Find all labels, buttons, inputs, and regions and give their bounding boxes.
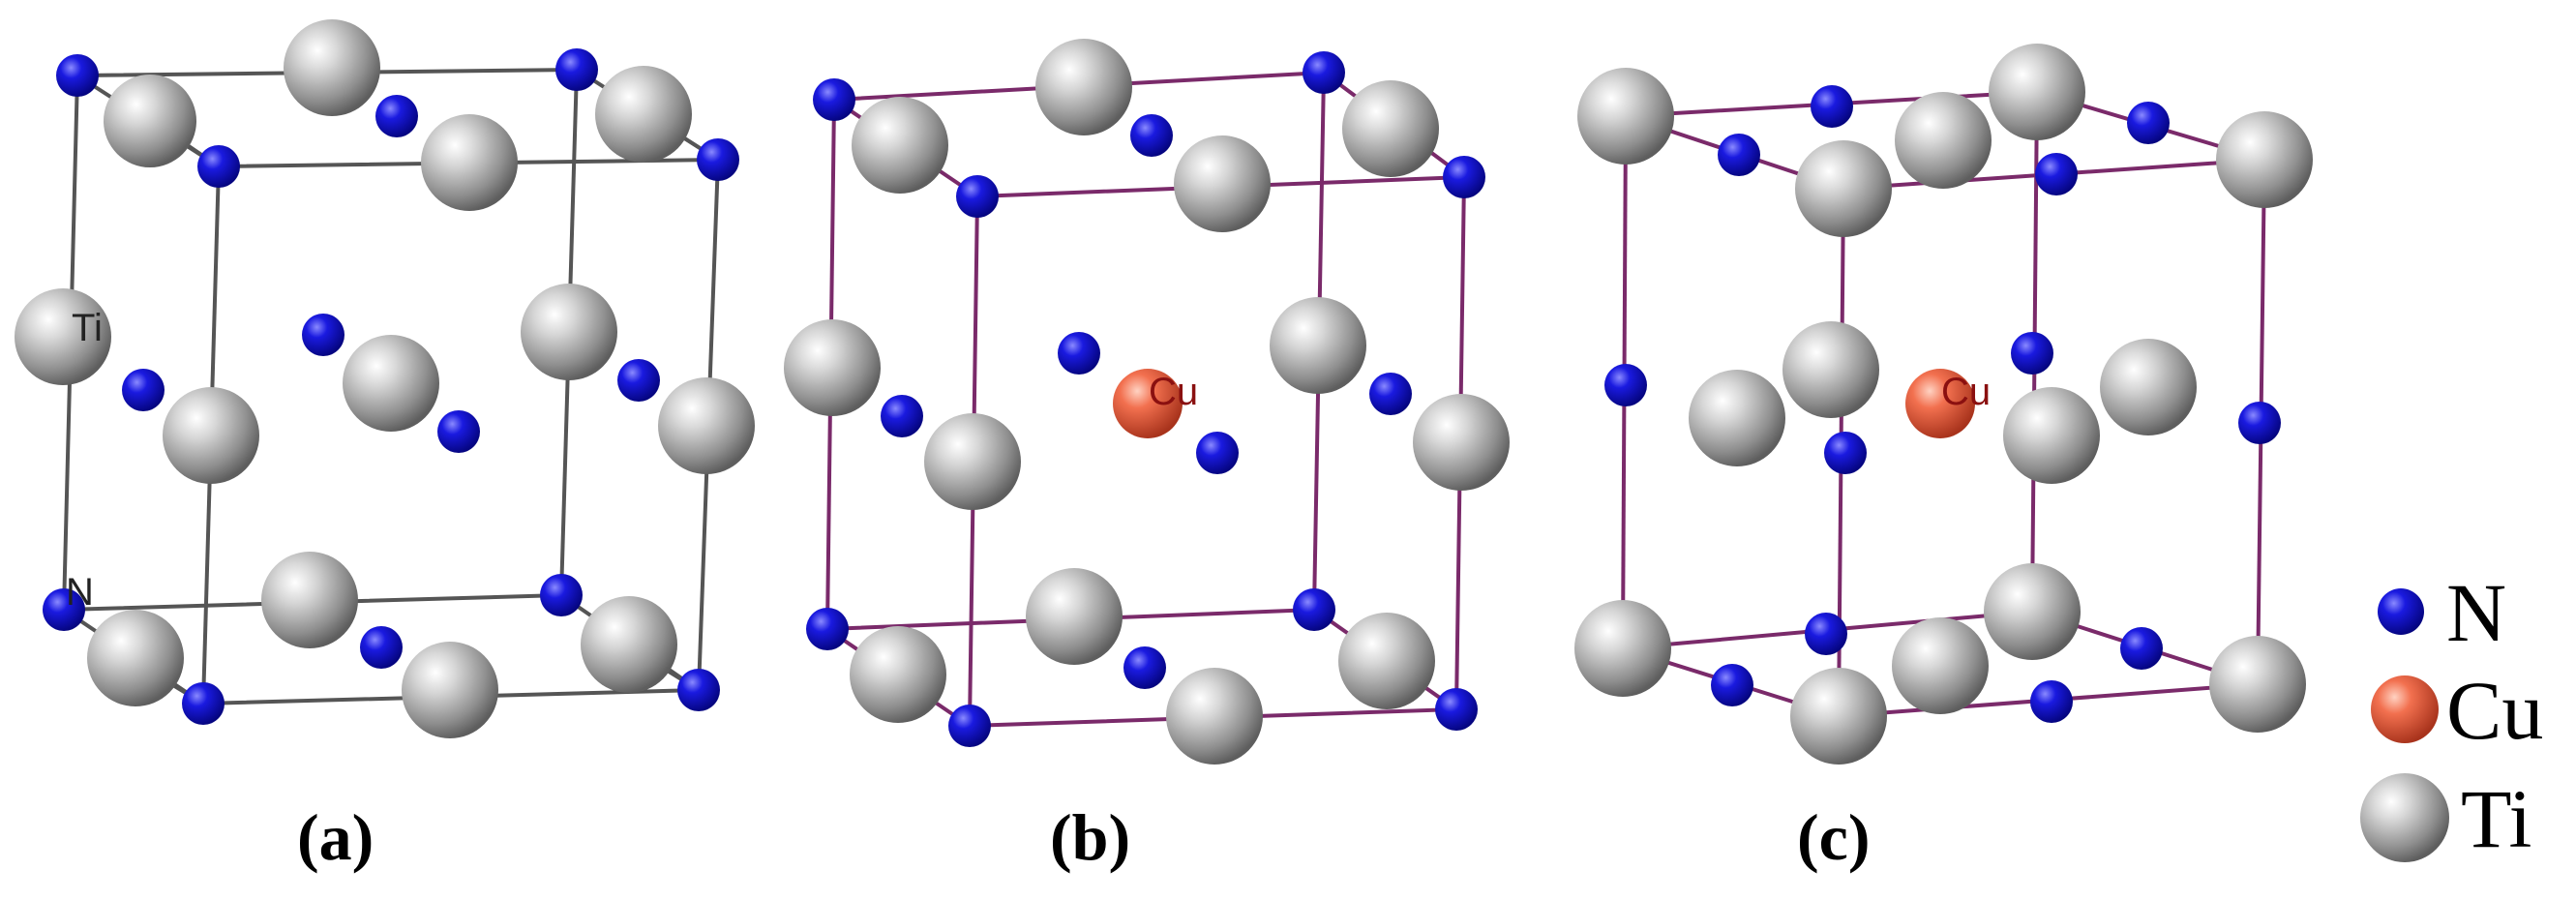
n-swatch-icon <box>2378 588 2424 635</box>
legend: N Cu Ti <box>2360 566 2543 865</box>
atoms <box>1574 44 2313 765</box>
cu-swatch-icon <box>2371 675 2439 743</box>
legend-item-cu: Cu <box>2371 664 2543 757</box>
ti-atom-label: Ti <box>72 307 103 349</box>
atoms <box>15 19 755 738</box>
panel-label-a: (a) <box>297 800 374 874</box>
panel-b: Cu (b) <box>784 39 1510 874</box>
panel-label-c: (c) <box>1797 800 1870 874</box>
panel-c: Cu (c) <box>1574 44 2313 874</box>
ti-swatch-icon <box>2360 773 2449 862</box>
n-atom-label: N <box>66 571 94 614</box>
legend-item-ti: Ti <box>2360 772 2531 865</box>
panel-label-b: (b) <box>1050 800 1130 874</box>
atoms <box>784 39 1510 765</box>
cu-atom-label: Cu <box>1149 371 1198 413</box>
legend-label-ti: Ti <box>2461 772 2531 865</box>
panel-a: Ti N (a) <box>15 19 755 874</box>
legend-label-n: N <box>2446 566 2506 659</box>
cu-atom-label: Cu <box>1941 371 1991 413</box>
legend-label-cu: Cu <box>2446 664 2543 757</box>
legend-item-n: N <box>2378 566 2506 659</box>
